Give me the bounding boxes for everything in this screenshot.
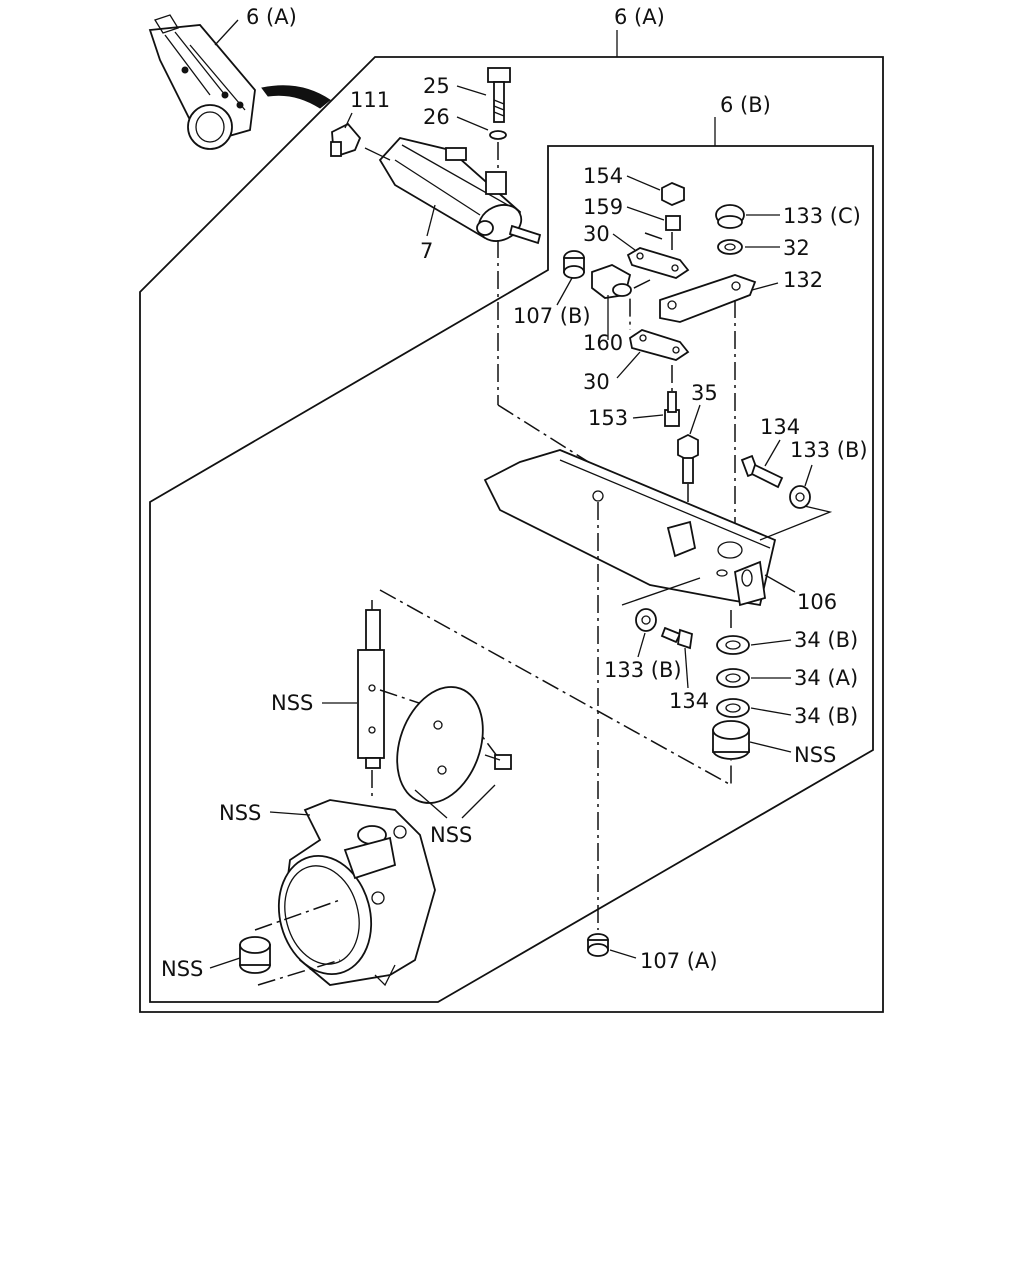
- label-nss-valve-body: NSS: [219, 801, 261, 825]
- screw-plate: [484, 754, 512, 770]
- label-133b-lower: 133 (B): [604, 658, 682, 682]
- label-132: 132: [783, 268, 823, 292]
- label-32: 32: [783, 236, 810, 260]
- nut-154: [661, 182, 685, 206]
- valve-shaft: [357, 609, 385, 769]
- washer-34b-upper: [716, 635, 750, 655]
- label-sub-assy: 6 (B): [720, 93, 771, 117]
- label-nss-shaft: NSS: [271, 691, 313, 715]
- label-160: 160: [583, 331, 623, 355]
- collar-159: [665, 215, 681, 231]
- label-assy-thumb: 6 (A): [246, 5, 297, 29]
- label-25: 25: [423, 74, 450, 98]
- washer-26: [489, 130, 507, 140]
- valve-body: [277, 799, 436, 987]
- label-106: 106: [797, 590, 837, 614]
- label-133b-upper: 133 (B): [790, 438, 868, 462]
- label-153: 153: [588, 406, 628, 430]
- label-34b-upper: 34 (B): [794, 628, 858, 652]
- label-30-upper: 30: [583, 222, 610, 246]
- lever-132: [659, 274, 757, 323]
- label-134-upper: 134: [760, 415, 800, 439]
- outer-frame: [139, 56, 884, 1013]
- bushing-left: [239, 936, 271, 974]
- nut-133b-lower: [635, 608, 657, 632]
- label-111: 111: [350, 88, 390, 112]
- connector-160: [591, 264, 632, 299]
- assembly-thumbnail: [148, 14, 256, 150]
- bolt-153: [664, 391, 680, 427]
- label-133c: 133 (C): [783, 204, 861, 228]
- nut-133c: [715, 204, 745, 229]
- label-7: 7: [420, 239, 433, 263]
- leader-lines: [209, 19, 813, 969]
- nut-133b-upper: [789, 485, 811, 509]
- link-plate-30-upper: [626, 247, 690, 279]
- label-assy-top: 6 (A): [614, 5, 665, 29]
- label-107b: 107 (B): [513, 304, 591, 328]
- link-plate-30-lower: [628, 329, 690, 361]
- nut-107b: [563, 250, 585, 279]
- washer-32: [717, 239, 743, 255]
- inner-frame: [149, 145, 874, 1003]
- actuator-cylinder: [378, 137, 542, 245]
- bolt-35: [677, 433, 699, 484]
- label-34a: 34 (A): [794, 666, 858, 690]
- label-nss-bushing-left: NSS: [161, 957, 203, 981]
- label-34b-lower: 34 (B): [794, 704, 858, 728]
- label-134-lower: 134: [669, 689, 709, 713]
- bolt-134-upper: [740, 454, 784, 489]
- butterfly-plate: [396, 686, 484, 804]
- label-nss-bushing-right: NSS: [794, 743, 836, 767]
- label-26: 26: [423, 105, 450, 129]
- nut-107a: [587, 933, 609, 957]
- bolt-134-lower: [660, 626, 693, 650]
- fitting-111: [330, 122, 362, 157]
- washer-34a: [716, 668, 750, 688]
- bracket-106: [483, 449, 777, 607]
- pointer-arrow: [261, 85, 331, 109]
- label-nss-butterfly: NSS: [430, 823, 472, 847]
- bolt-25: [487, 67, 511, 123]
- bushing-right: [712, 720, 750, 760]
- part-labels: 6 (A) 6 (A) 6 (B) 111 25 26 7 107 (B) 15…: [161, 5, 868, 981]
- label-107a: 107 (A): [640, 949, 718, 973]
- label-35: 35: [691, 381, 718, 405]
- label-30-lower: 30: [583, 370, 610, 394]
- washer-34b-lower: [716, 698, 750, 718]
- label-159: 159: [583, 195, 623, 219]
- label-154: 154: [583, 164, 623, 188]
